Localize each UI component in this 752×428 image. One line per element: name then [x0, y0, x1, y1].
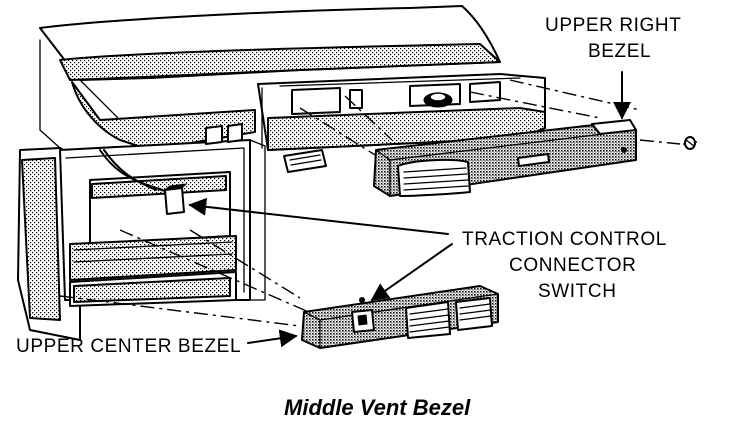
alignment-lines	[59, 79, 681, 327]
label-upper-right-bezel-line1: UPPER RIGHT	[545, 15, 681, 36]
label-traction-control: TRACTION CONTROL	[462, 229, 667, 250]
label-upper-right-bezel-line2: BEZEL	[588, 41, 651, 62]
upper-right-bezel-part	[373, 119, 637, 197]
label-connector: CONNECTOR	[509, 255, 637, 276]
diagram-caption: Middle Vent Bezel	[284, 395, 471, 420]
label-upper-center-bezel: UPPER CENTER BEZEL	[16, 336, 241, 357]
labels: UPPER RIGHT BEZEL TRACTION CONTROL CONNE…	[16, 15, 681, 420]
label-switch: SWITCH	[538, 281, 617, 302]
screw	[683, 136, 697, 150]
leader-lines	[188, 71, 631, 348]
upper-center-bezel-part	[301, 285, 499, 349]
dashboard-panel	[17, 5, 546, 341]
